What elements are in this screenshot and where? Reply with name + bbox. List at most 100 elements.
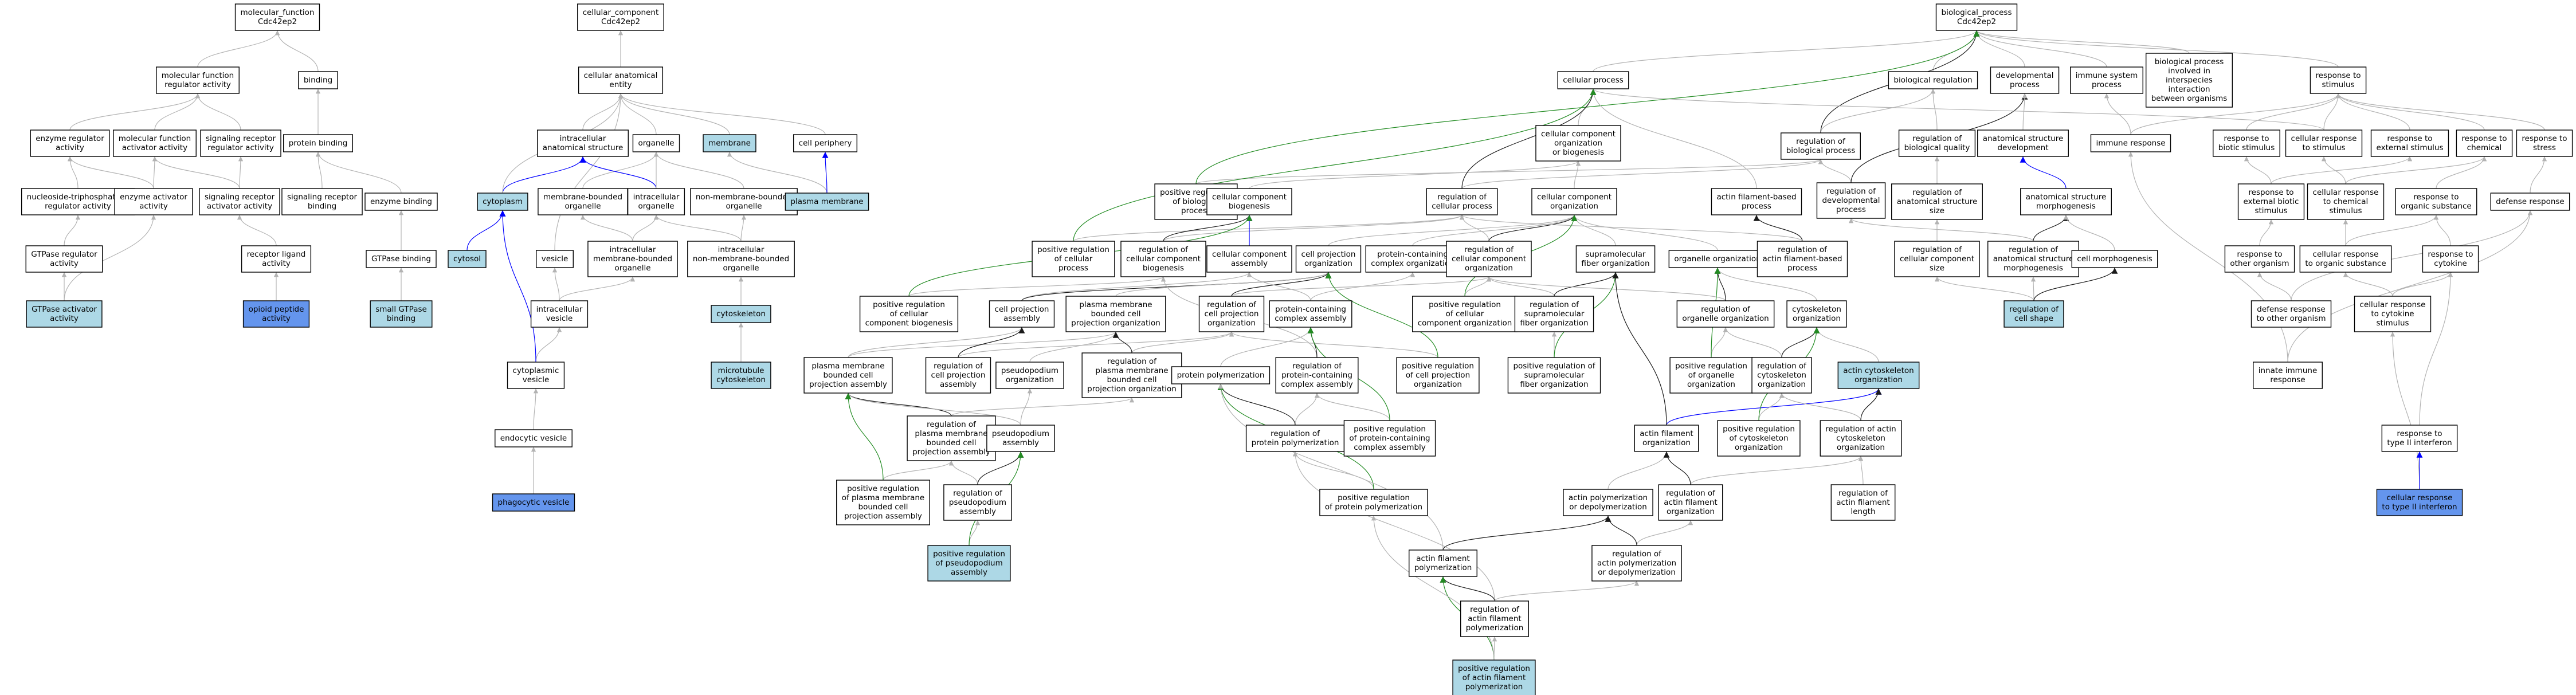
go-term-node-binding[interactable]: binding (298, 71, 338, 89)
go-term-node-membrane[interactable]: membrane (703, 134, 756, 152)
go-term-node-orgorg[interactable]: organelle organization (1668, 250, 1767, 268)
go-term-node-endocytic[interactable]: endocytic vesicle (495, 429, 573, 447)
go-term-node-cytoskeleton[interactable]: cytoskeleton (711, 305, 771, 323)
go-term-node-cytoplasm[interactable]: cytoplasm (477, 193, 528, 211)
go-term-node-protpoly[interactable]: protein polymerization (1171, 366, 1271, 384)
go-term-node-cytosol[interactable]: cytosol (448, 250, 487, 268)
go-term-node-cellperiph[interactable]: cell periphery (793, 134, 858, 152)
go-term-node-phagocytic[interactable]: phagocytic vesicle (492, 493, 575, 512)
go-term-node-vesicle[interactable]: vesicle (536, 250, 574, 268)
go-term-node-immresp[interactable]: immune response (2090, 134, 2171, 152)
go-term-node-cellproc[interactable]: cellular process (1557, 71, 1629, 89)
go-term-node-protbind[interactable]: protein binding (283, 134, 354, 152)
go-term-node-gtpasebind[interactable]: GTPase binding (366, 250, 437, 268)
go-term-node-organelle[interactable]: organelle (632, 134, 680, 152)
go-term-node-bioreg[interactable]: biological regulation (1888, 71, 1978, 89)
go-term-node-plasmamem[interactable]: plasma membrane (785, 193, 869, 211)
go-term-node-defresp[interactable]: defense response (2490, 193, 2570, 211)
